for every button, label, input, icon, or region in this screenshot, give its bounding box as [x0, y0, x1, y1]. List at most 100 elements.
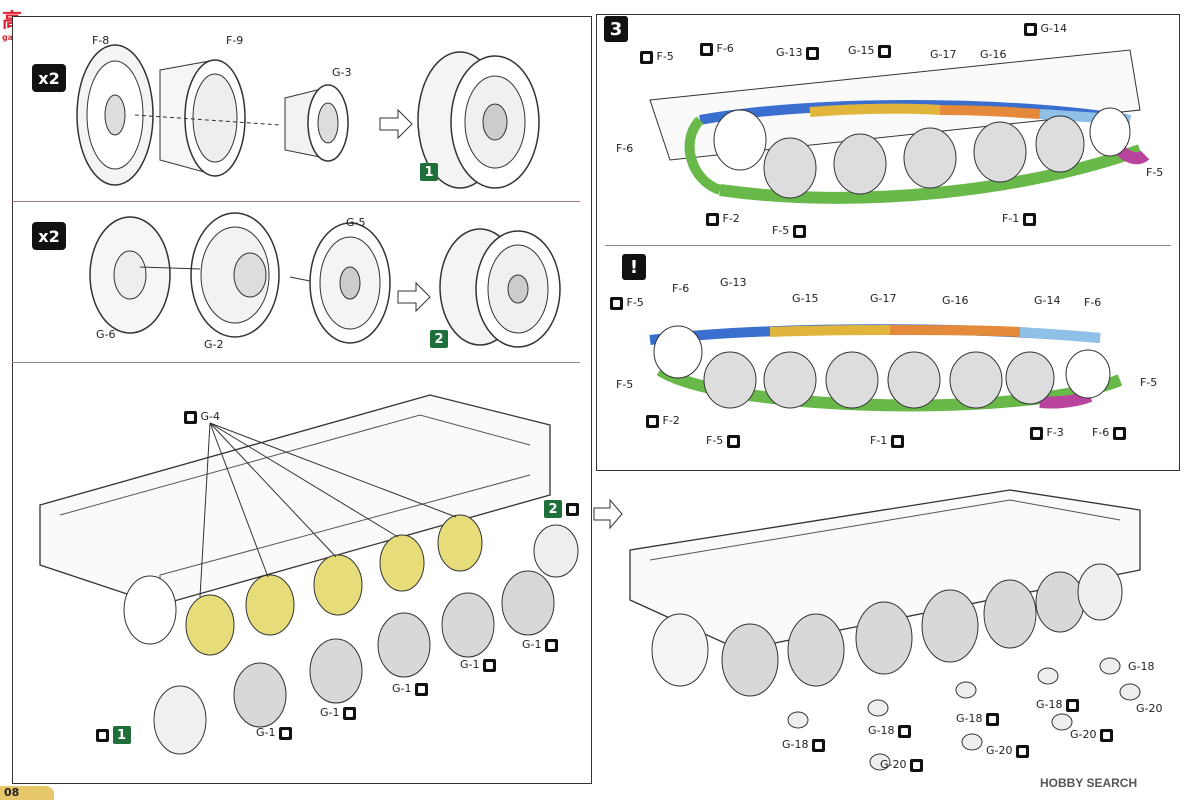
side-label-g16: G-16	[942, 294, 969, 307]
assembled-idler	[439, 228, 561, 348]
cap-label-g20-4: G-20	[1136, 702, 1163, 715]
side-label-f2-text: F-2	[662, 414, 680, 427]
top-label-f5-c-text: F-5	[1146, 166, 1164, 179]
side-label-f2: F-2	[646, 414, 680, 428]
ref-badge-1: 1	[96, 726, 131, 744]
top-label-f5-a-text: F-5	[656, 50, 674, 63]
part-g2	[190, 212, 280, 338]
label-g1-2-text: G-1	[320, 706, 340, 719]
side-label-g13: G-13	[720, 276, 747, 289]
side-label-f5-d: F-5	[1140, 376, 1157, 389]
side-label-f6-c: F-6	[1092, 426, 1126, 440]
label-g1-5: G-1	[522, 638, 558, 652]
side-label-f3: F-3	[1030, 426, 1064, 440]
top-label-g14-text: G-14	[1040, 22, 1068, 35]
top-label-g17: G-17	[930, 48, 957, 61]
cap-label-g18-2: G-18	[868, 724, 911, 738]
top-label-g16: G-16	[980, 48, 1007, 61]
side-label-f5-b: F-5	[616, 378, 633, 391]
part-g5	[309, 222, 391, 344]
warning-icon: !	[622, 254, 646, 280]
hull-outline	[39, 394, 551, 606]
sprocket-parts-illustration	[76, 44, 540, 189]
side-label-f5-c-text: F-5	[706, 434, 724, 447]
cap-label-g18-1: G-18	[782, 738, 825, 752]
result-badge-2: 2	[430, 330, 448, 348]
label-g1-2: G-1	[320, 706, 356, 720]
track-illustration-top	[649, 49, 1150, 204]
cap-label-g20-1-text: G-20	[880, 758, 907, 771]
part-f9	[159, 59, 246, 177]
label-f8: F-8	[92, 34, 110, 47]
label-f9: F-9	[226, 34, 244, 47]
side-label-f5-d-text: F-5	[1140, 376, 1158, 389]
transition-arrow	[593, 498, 623, 530]
side-label-g17: G-17	[870, 292, 897, 305]
label-g1-3-text: G-1	[392, 682, 412, 695]
page-number-text: 08	[4, 786, 20, 799]
cap-label-g18-1-text: G-18	[782, 738, 809, 751]
part-g3	[284, 84, 349, 162]
side-label-g16-text: G-16	[942, 294, 969, 307]
top-label-f5-b-text: F-5	[772, 224, 790, 237]
cap-label-g18-2-text: G-18	[868, 724, 895, 737]
cap-label-g20-2-text: G-20	[986, 744, 1013, 757]
cap-label-g18-4: G-18	[1036, 698, 1079, 712]
side-label-f5-b-text: F-5	[616, 378, 634, 391]
top-label-f6-a-text: F-6	[716, 42, 734, 55]
multiplier-x2-a: x2	[32, 64, 66, 92]
cap-label-g18-3-text: G-18	[956, 712, 983, 725]
hull-caps-illustration	[629, 489, 1141, 771]
multiplier-x2-b: x2	[32, 222, 66, 250]
left-separator-2	[12, 362, 580, 363]
watermark-text: HOBBY SEARCH	[1040, 776, 1138, 790]
cap-label-g18-5-text: G-18	[1128, 660, 1155, 673]
ref-badge-2-num: 2	[544, 500, 562, 518]
label-g4-text: G-4	[200, 410, 221, 423]
cap-label-g20-4-text: G-20	[1136, 702, 1163, 715]
top-label-f1-text: F-1	[1002, 212, 1020, 225]
yellow-wheels	[185, 514, 483, 656]
top-label-g13-text: G-13	[776, 46, 803, 59]
side-label-g17-text: G-17	[870, 292, 897, 305]
label-g1-4-text: G-1	[460, 658, 480, 671]
part-g6	[89, 216, 171, 334]
label-g1-5-text: G-1	[522, 638, 542, 651]
side-label-f6-a-text: F-6	[672, 282, 690, 295]
side-label-g15: G-15	[792, 292, 819, 305]
side-label-f5-a-text: F-5	[626, 296, 644, 309]
cap-label-g20-3-text: G-20	[1070, 728, 1097, 741]
side-label-g14-text: G-14	[1034, 294, 1061, 307]
top-label-g13: G-13	[776, 46, 819, 60]
top-label-f2-text: F-2	[722, 212, 740, 225]
ref-badge-2: 2	[544, 500, 579, 518]
assembled-sprocket	[417, 51, 540, 189]
part-f8	[76, 44, 154, 186]
cap-label-g18-5: G-18	[1128, 660, 1155, 673]
label-g1-3: G-1	[392, 682, 428, 696]
side-label-f6-c-text: F-6	[1092, 426, 1110, 439]
side-label-f6-a: F-6	[672, 282, 689, 295]
hull-roadwheels-illustration	[39, 394, 579, 755]
hobby-search-watermark: HOBBY SEARCH	[1040, 776, 1137, 790]
track-illustration-side	[649, 324, 1123, 412]
label-g5: G-5	[346, 216, 366, 229]
side-label-g15-text: G-15	[792, 292, 819, 305]
label-g4: G-4	[184, 410, 220, 424]
cap-label-g20-2: G-20	[986, 744, 1029, 758]
top-label-f5-c: F-5	[1146, 166, 1163, 179]
cap-label-g18-3: G-18	[956, 712, 999, 726]
left-separator-1	[12, 201, 580, 202]
side-label-f5-a: F-5	[610, 296, 644, 310]
label-g1-1-text: G-1	[256, 726, 276, 739]
page-number: 08	[0, 786, 54, 800]
top-label-g15: G-15	[848, 44, 891, 58]
top-label-g15-text: G-15	[848, 44, 875, 57]
side-label-f1: F-1	[870, 434, 904, 448]
track-bottom-run	[719, 144, 1143, 204]
label-g1-1: G-1	[256, 726, 292, 740]
step3-separator	[605, 245, 1171, 246]
side-label-f6-b-text: F-6	[1084, 296, 1102, 309]
label-g3: G-3	[332, 66, 352, 79]
ref-badge-1-num: 1	[112, 726, 131, 744]
